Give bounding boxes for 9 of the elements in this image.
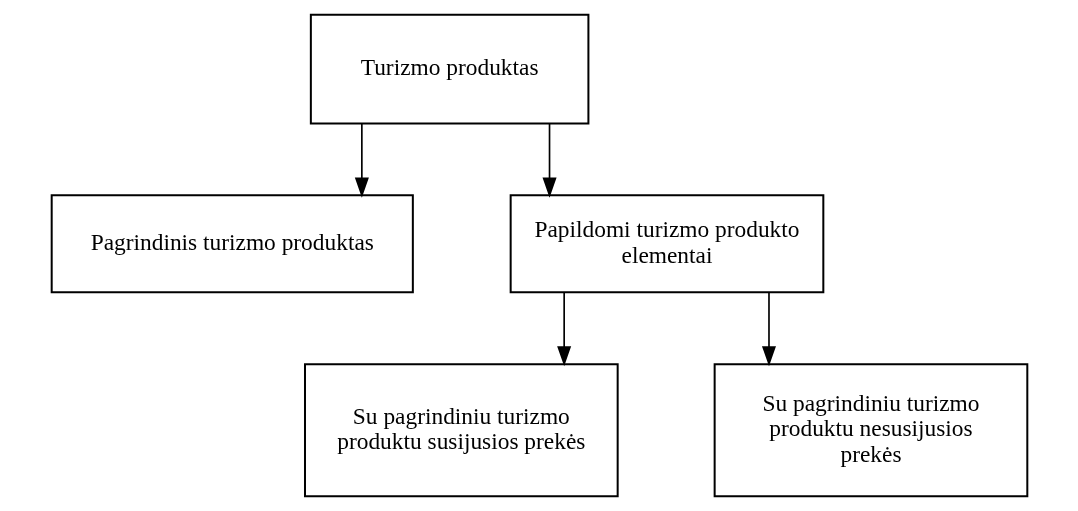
node-box: Turizmo produktas (309, 13, 589, 125)
arrow (556, 291, 571, 367)
node-box: Papildomi turizmo produkto elementai (509, 194, 824, 294)
node-box: Su pagrindiniu turizmo produktu nesusijusios prekės (713, 363, 1028, 498)
arrow (761, 291, 776, 367)
arrow (542, 123, 557, 198)
node-box: Pagrindinis turizmo produktas (50, 194, 414, 294)
node-box: Su pagrindiniu turizmo produktu susijusios prekės (303, 363, 619, 498)
arrow (354, 123, 369, 198)
